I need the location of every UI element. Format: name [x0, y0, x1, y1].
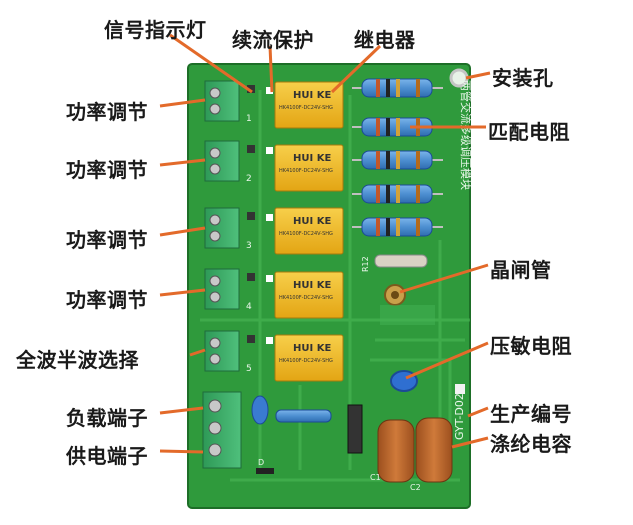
- label-relay: 继电器: [354, 28, 416, 52]
- label-wave-select: 全波半波选择: [16, 348, 139, 372]
- pointer-line: [268, 45, 274, 93]
- small-resistor: [275, 409, 332, 423]
- thyristor-pad-grid: [380, 305, 435, 325]
- label-power-adjust-4: 功率调节: [66, 288, 148, 312]
- label-matching-resistor: 匹配电阻: [488, 120, 570, 144]
- relay: HUI KE HK4100F-DC24V-SHG: [274, 81, 344, 129]
- pointer-line: [189, 348, 206, 357]
- pin-number: 1: [246, 114, 252, 124]
- label-power-adjust-3: 功率调节: [66, 228, 148, 252]
- relay-brand: HUI KE: [293, 90, 331, 101]
- pointer-line: [451, 436, 489, 449]
- terminal-block: 4: [204, 268, 273, 312]
- relay-brand: HUI KE: [293, 153, 331, 164]
- serial-number-silkscreen: GYT-D029: [453, 386, 466, 440]
- relay: HUI KE HK4100F-DC24V-SHG: [274, 271, 344, 319]
- pointer-line: [467, 406, 489, 418]
- relay: HUI KE HK4100F-DC24V-SHG: [274, 334, 344, 382]
- pin-number: 2: [246, 174, 252, 184]
- relay-brand: HUI KE: [293, 280, 331, 291]
- diode-ref: D: [258, 458, 264, 467]
- resistor: [352, 78, 443, 98]
- relay: HUI KE HK4100F-DC24V-SHG: [274, 207, 344, 255]
- pointer-line: [405, 341, 489, 380]
- pointer-line: [159, 226, 206, 237]
- label-polyester-capacitor: 涤纶电容: [490, 432, 572, 456]
- relay: HUI KE HK4100F-DC24V-SHG: [274, 144, 344, 192]
- label-power-adjust-2: 功率调节: [66, 158, 148, 182]
- resistor: [352, 150, 443, 170]
- label-supply-terminal: 供电端子: [66, 444, 148, 468]
- pointer-line: [169, 33, 253, 94]
- pointer-line: [159, 406, 204, 415]
- resistor: [352, 217, 443, 237]
- relay-model: HK4100F-DC24V-SHG: [279, 295, 333, 301]
- small-blue-capacitor: [251, 395, 269, 425]
- diode: [256, 468, 274, 474]
- terminal-blocks: 1 2 3 4 5: [202, 80, 273, 469]
- matching-resistors: [352, 78, 443, 237]
- terminal-block: 1: [204, 80, 273, 124]
- pointer-line: [159, 158, 206, 167]
- pin-number: 5: [246, 364, 252, 374]
- label-mount-hole: 安装孔: [492, 66, 554, 90]
- relay-brand: HUI KE: [293, 216, 331, 227]
- terminal-block: 3: [204, 207, 273, 251]
- label-varistor: 压敏电阻: [490, 334, 572, 358]
- power-terminal-block: [202, 391, 242, 469]
- pin-number: 4: [246, 302, 252, 312]
- black-component: [347, 404, 363, 454]
- pointer-line: [159, 449, 204, 454]
- pointer-line: [330, 44, 382, 94]
- resistor: [352, 184, 443, 204]
- relay-model: HK4100F-DC24V-SHG: [279, 358, 333, 364]
- polyester-capacitor-1: [377, 419, 415, 483]
- label-freewheel-protection: 续流保护: [232, 28, 314, 52]
- board-title-silkscreen: 两管交流多级调压模块: [459, 80, 473, 190]
- pin-number: 3: [246, 241, 252, 251]
- polyester-capacitor-2: [415, 417, 453, 483]
- resistor-r12: [374, 254, 428, 268]
- pointer-line: [465, 71, 491, 80]
- label-power-adjust-1: 功率调节: [66, 100, 148, 124]
- relay-brand: HUI KE: [293, 343, 331, 354]
- terminal-block: 2: [204, 140, 273, 184]
- relays: HUI KE HK4100F-DC24V-SHG HUI KE HK4100F-DC2…: [274, 81, 344, 382]
- label-thyristor: 晶闸管: [490, 258, 552, 282]
- r12-label: R12: [361, 256, 370, 272]
- pointer-line: [159, 98, 206, 108]
- label-load-terminal: 负载端子: [66, 406, 148, 430]
- label-production-number: 生产编号: [490, 402, 572, 426]
- cap-ref-c2: C2: [410, 483, 421, 492]
- relay-model: HK4100F-DC24V-SHG: [279, 105, 333, 111]
- pointer-line: [159, 288, 206, 297]
- label-pointers: [159, 33, 491, 454]
- relay-model: HK4100F-DC24V-SHG: [279, 168, 333, 174]
- terminal-block: 5: [204, 330, 273, 374]
- pointer-line: [399, 263, 489, 294]
- label-signal-led: 信号指示灯: [104, 18, 207, 42]
- cap-ref-c1: C1: [370, 473, 381, 482]
- relay-model: HK4100F-DC24V-SHG: [279, 231, 333, 237]
